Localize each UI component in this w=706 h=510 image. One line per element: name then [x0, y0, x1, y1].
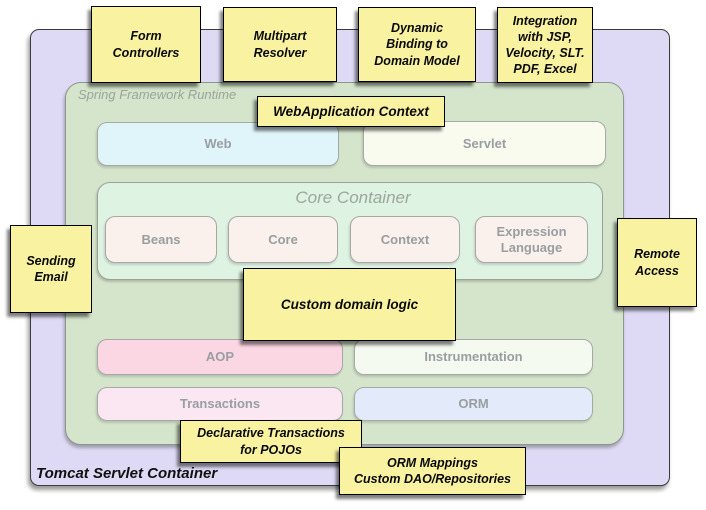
sticky-note-multipart-resolver: Multipart Resolver: [223, 7, 337, 82]
sticky-note-dynamic-binding: Dynamic Binding to Domain Model: [358, 7, 476, 82]
module-servlet: Servlet: [363, 121, 606, 166]
sticky-note-custom-domain-logic: Custom domain logic: [243, 268, 456, 341]
core-container-title: Core Container: [295, 188, 411, 207]
sticky-note-declarative-transactions: Declarative Transactions for POJOs: [180, 420, 362, 463]
module-expression-language: Expression Language: [475, 216, 588, 263]
tomcat-servlet-container-label: Tomcat Servlet Container: [36, 465, 218, 482]
module-beans: Beans: [105, 216, 217, 263]
sticky-note-remote-access: Remote Access: [617, 218, 697, 307]
spring-framework-runtime-label: Spring Framework Runtime: [78, 87, 237, 102]
sticky-note-integration: Integration with JSP, Velocity, SLT. PDF…: [497, 7, 593, 83]
module-context: Context: [350, 216, 460, 263]
sticky-note-sending-email: Sending Email: [10, 225, 92, 313]
module-transactions: Transactions: [97, 387, 343, 421]
sticky-note-orm-mappings: ORM Mappings Custom DAO/Repositories: [339, 447, 526, 495]
sticky-note-webapplication-context: WebApplication Context: [257, 96, 445, 127]
sticky-note-form-controllers: Form Controllers: [91, 6, 201, 83]
module-aop: AOP: [97, 339, 343, 375]
module-instrumentation: Instrumentation: [354, 339, 593, 375]
module-orm: ORM: [354, 387, 593, 421]
module-web: Web: [97, 122, 339, 166]
module-core: Core: [228, 216, 338, 263]
